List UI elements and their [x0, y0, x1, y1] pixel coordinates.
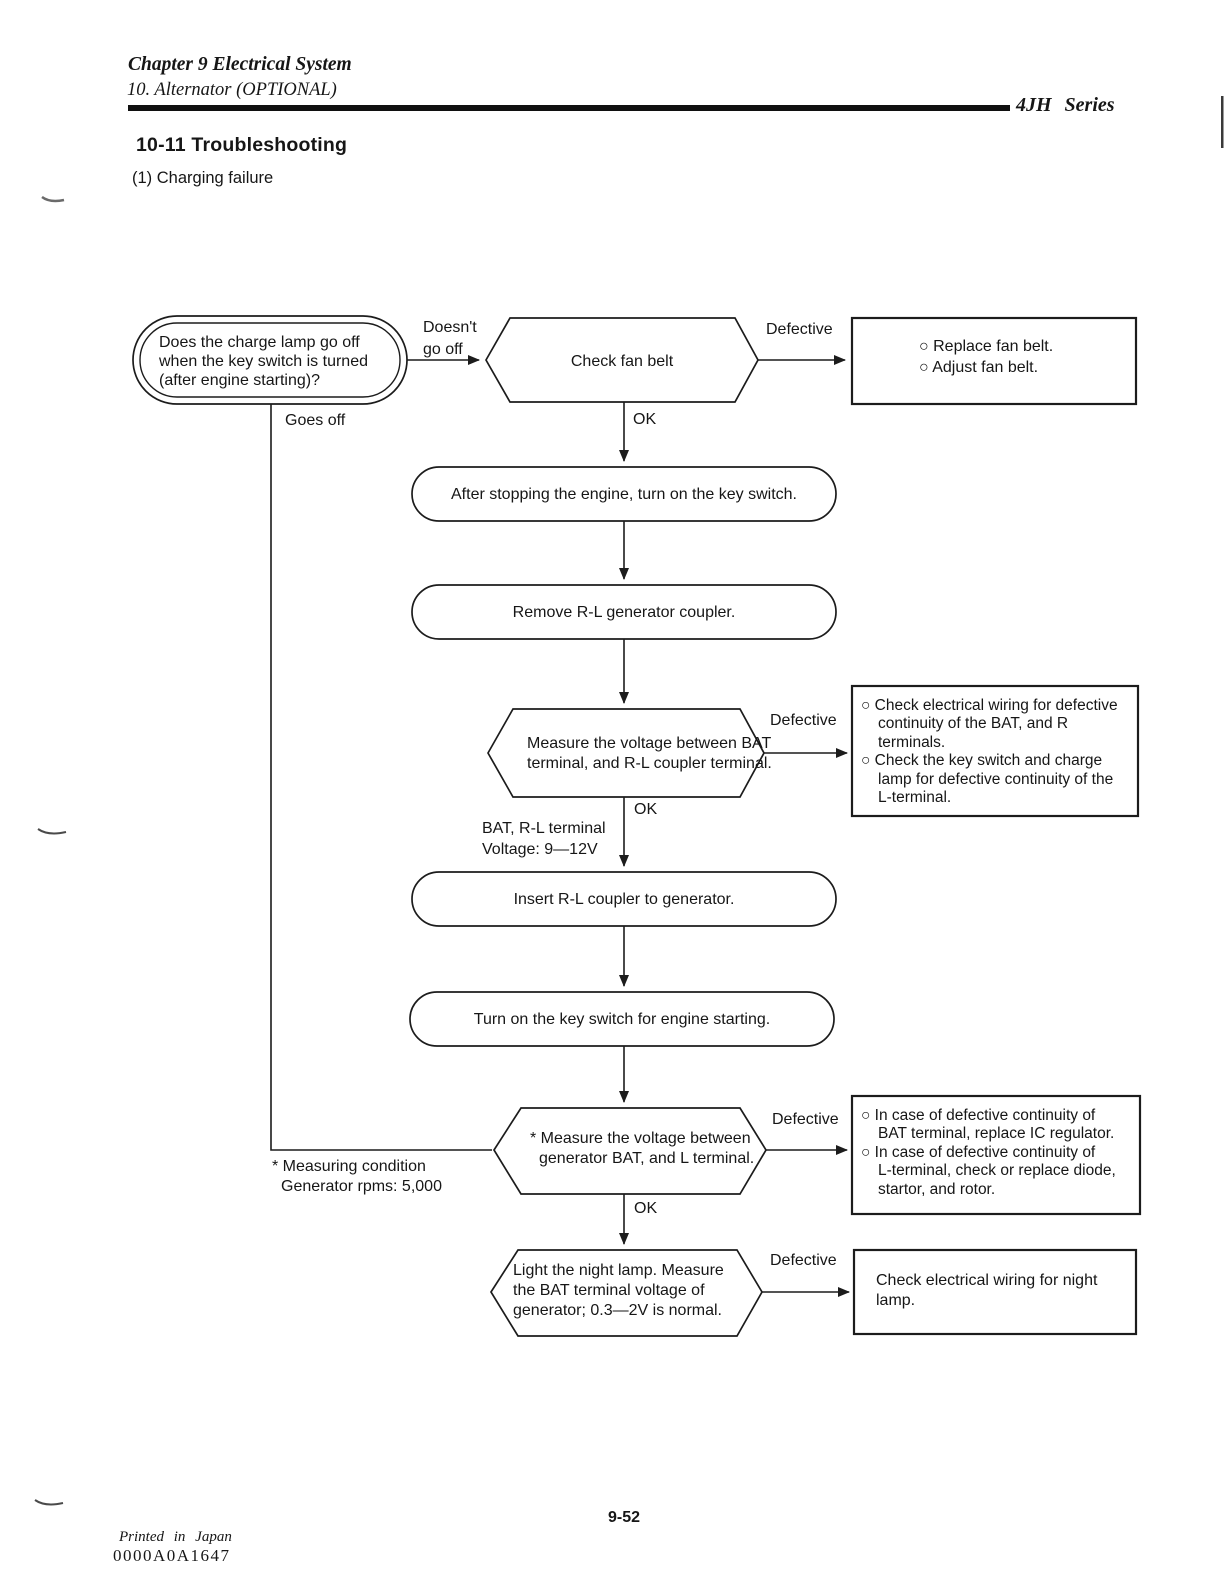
text-line: Measure the voltage between BAT	[527, 735, 772, 752]
text-line: L-terminal, check or replace diode,	[878, 1162, 1116, 1180]
text-line: Generator rpms: 5,000	[281, 1178, 442, 1195]
text-line: BAT, R-L terminal	[482, 820, 606, 837]
page-subtitle: (1) Charging failure	[132, 169, 274, 187]
action-fan-belt-box	[850, 316, 1138, 406]
decision-check-fan-belt-text: Check fan belt	[570, 353, 674, 370]
decision-bat-rl-text: Measure the voltage between BAT terminal…	[527, 734, 772, 774]
text-line: continuity of the BAT, and R	[878, 715, 1069, 733]
action-bat-rl-text: ○ Check electrical wiring for defective …	[861, 697, 1118, 807]
text-line: BAT terminal, replace IC regulator.	[878, 1125, 1115, 1143]
text-line: (after engine starting)?	[159, 372, 320, 389]
text-line: go off	[423, 341, 463, 358]
note-bat-rl-voltage: BAT, R-L terminal Voltage: 9—12V	[482, 818, 606, 860]
edge-label-defective: Defective	[770, 712, 837, 729]
decision-night-lamp-shape	[489, 1249, 763, 1337]
process-insert-coupler-text: Insert R-L coupler to generator.	[513, 891, 735, 908]
section-subtitle: 10. Alternator (OPTIONAL)	[127, 80, 337, 100]
decision-check-fan-belt-shape	[485, 317, 759, 403]
text-line: terminals.	[878, 733, 946, 751]
process-key-switch-text: Turn on the key switch for engine starti…	[473, 1011, 771, 1028]
action-bat-rl-box	[850, 684, 1140, 818]
edge-label-goes-off: Goes off	[285, 412, 346, 429]
process-remove-coupler-text: Remove R-L generator coupler.	[512, 604, 736, 621]
text-line: ○ Adjust fan belt.	[919, 359, 1039, 376]
action-bat-l-text: ○ In case of defective continuity of BAT…	[861, 1107, 1116, 1199]
action-fan-belt-text: ○ Replace fan belt. ○ Adjust fan belt.	[919, 336, 1053, 378]
text-line: * Measure the voltage between	[530, 1130, 751, 1147]
text-line: Check electrical wiring for night	[876, 1272, 1098, 1289]
edge-label-doesnt-go-off: Doesn't go off	[423, 317, 477, 361]
note-measuring-condition: * Measuring condition Generator rpms: 5,…	[272, 1157, 442, 1197]
start-terminator-inner	[139, 322, 401, 398]
decision-bat-l-shape	[492, 1107, 767, 1195]
margin-tick-mark	[34, 1499, 64, 1506]
connector-goes-off	[270, 404, 492, 1151]
text-line: generator BAT, and L terminal.	[539, 1150, 755, 1167]
text-line: ○ Check the key switch and charge	[861, 752, 1103, 770]
process-stop-engine-text: After stopping the engine, turn on the k…	[451, 486, 797, 503]
text-line: * Measuring condition	[272, 1158, 426, 1175]
text-line: Doesn't	[423, 319, 477, 336]
process-insert-coupler-shape	[411, 871, 837, 927]
edge-label-ok: OK	[633, 411, 657, 428]
text-line: ○ Replace fan belt.	[919, 338, 1054, 355]
action-night-lamp-box	[852, 1248, 1138, 1336]
edge-label-defective: Defective	[766, 321, 833, 338]
edge-label-ok: OK	[634, 1200, 658, 1217]
text-line: lamp for defective continuity of the	[878, 770, 1114, 788]
document-code: 0000A0A1647	[113, 1546, 231, 1565]
action-bat-l-box	[850, 1094, 1142, 1216]
header-rule	[128, 105, 1010, 111]
printed-in-japan-label: Printed in Japan	[119, 1529, 232, 1545]
chapter-title: Chapter 9 Electrical System	[128, 54, 352, 75]
text-line: when the key switch is turned	[159, 353, 368, 370]
start-terminator-text: Does the charge lamp go off when the key…	[159, 333, 368, 390]
decision-night-lamp-text: Light the night lamp. Measure the BAT te…	[513, 1261, 724, 1321]
text-line: startor, and rotor.	[878, 1180, 996, 1198]
decision-bat-l-text: * Measure the voltage between generator …	[530, 1129, 754, 1169]
process-stop-engine-shape	[411, 466, 837, 522]
edge-label-defective: Defective	[770, 1252, 837, 1269]
text-line: the BAT terminal voltage of	[513, 1282, 705, 1299]
text-line: Does the charge lamp go off	[159, 334, 360, 351]
process-key-switch-shape	[409, 991, 835, 1047]
decision-bat-rl-shape	[487, 708, 765, 798]
start-terminator-outer	[132, 315, 408, 405]
series-label: 4JH Series	[1016, 94, 1115, 116]
action-night-lamp-text: Check electrical wiring for night lamp.	[876, 1271, 1097, 1311]
edge-label-defective: Defective	[772, 1111, 839, 1128]
text-line: Light the night lamp. Measure	[513, 1262, 724, 1279]
text-line: ○ In case of defective continuity of	[861, 1107, 1096, 1124]
text-line: ○ In case of defective continuity of	[861, 1143, 1096, 1161]
process-remove-coupler-shape	[411, 584, 837, 640]
text-line: generator; 0.3—2V is normal.	[513, 1302, 722, 1319]
margin-tick-mark	[37, 828, 67, 835]
text-line: L-terminal.	[878, 789, 952, 807]
edge-label-ok: OK	[634, 801, 658, 818]
margin-tick-mark	[41, 195, 65, 203]
scan-edge-mark	[1221, 96, 1224, 148]
page-number: 9-52	[607, 1509, 641, 1526]
text-line: terminal, and R-L coupler terminal.	[527, 755, 772, 772]
text-line: Voltage: 9—12V	[482, 841, 598, 858]
text-line: ○ Check electrical wiring for defective	[861, 697, 1118, 714]
text-line: lamp.	[876, 1292, 916, 1309]
page-title: 10-11 Troubleshooting	[136, 134, 348, 156]
